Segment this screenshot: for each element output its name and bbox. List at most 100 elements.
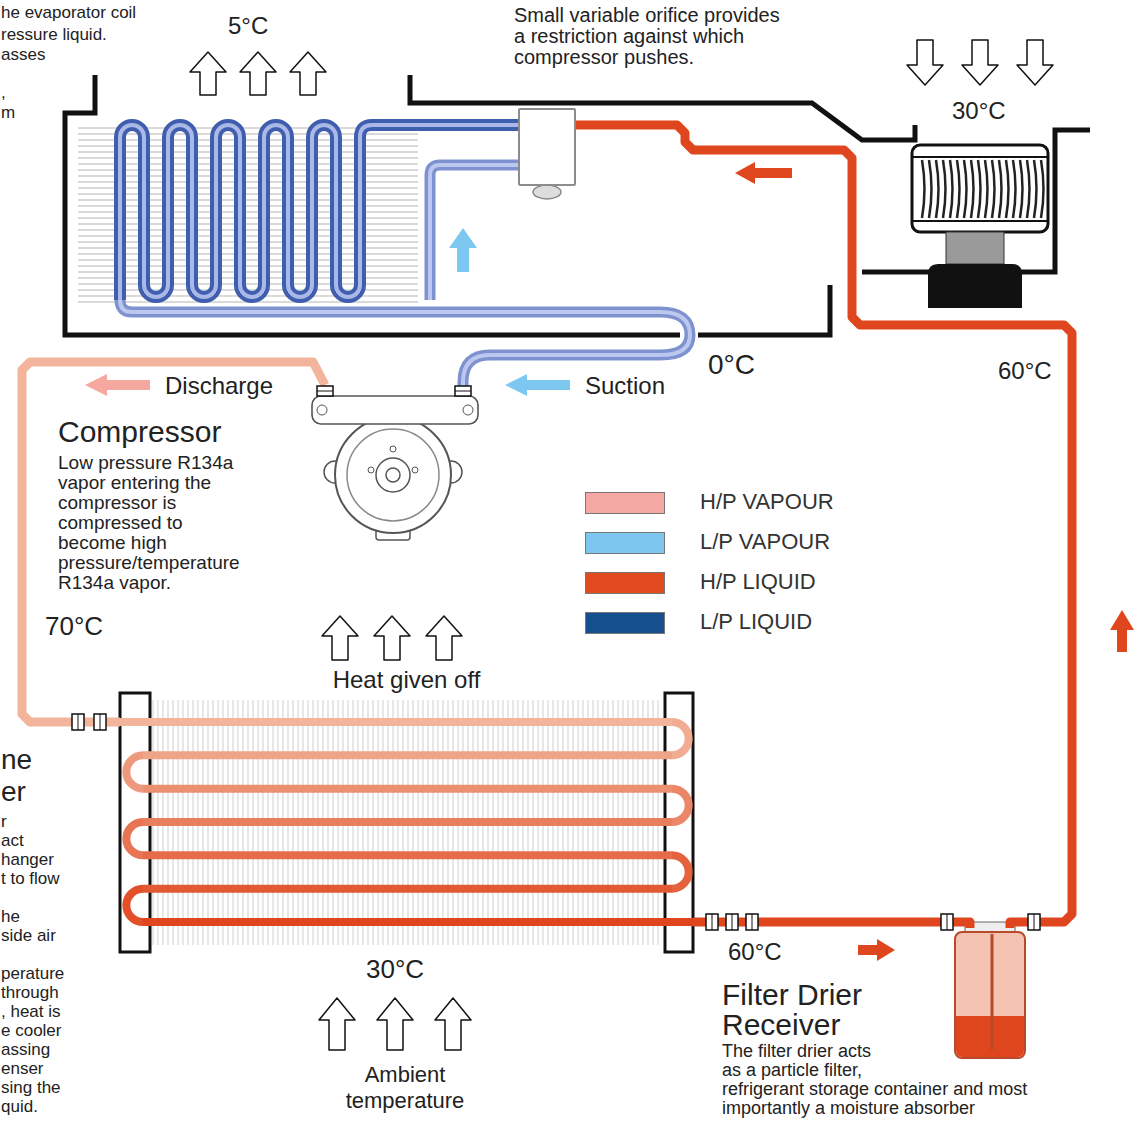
fan-blade [1006,160,1009,218]
evaporator-fins [78,128,418,302]
cropped-note: he evaporator coil [1,3,136,23]
drier-pickup-tube [991,934,994,1050]
housing-outline [698,285,830,335]
cropped-note: r [1,812,7,831]
fin [78,248,418,249]
drier-liquid [956,1016,1024,1057]
component-title: Compressor [58,415,221,449]
temperature-label: 30°C [952,97,1006,125]
refrigerant-pipe [576,125,1072,928]
fan-blade [943,160,946,218]
fin [78,224,418,225]
fan-blade [922,160,925,218]
fin [78,164,418,165]
flow-arrow [85,374,150,396]
cropped-note: t to flow [1,869,60,888]
pipe-fitting [706,914,718,930]
legend-swatch [585,532,665,554]
condenser-tube [143,785,672,793]
heat-arrow [426,616,462,660]
heat-arrow [322,616,358,660]
fin [78,188,418,189]
coil-tube [120,125,518,300]
cropped-note: e cooler [1,1021,61,1040]
filter-drier-receiver: Filter Drier ReceiverThe filter drier ac… [955,928,1025,1058]
condenser-tube [120,718,672,726]
coil-tube-highlight [120,125,518,300]
fin [78,284,418,285]
cropped-heading: er [1,776,26,808]
component-description: Low pressure R134a vapor entering the co… [58,453,248,593]
compressor-clutch [347,429,439,521]
fitting-line [78,714,79,730]
pipe-fitting [941,914,953,930]
fin [78,260,418,261]
cropped-note: assing [1,1040,50,1059]
fitting-line [100,714,101,730]
airflow-arrow [190,52,226,95]
pipe-fitting [72,714,84,730]
pipe-fitting [94,714,106,730]
airflow-arrow [319,998,355,1050]
cropped-note: asses [1,45,45,65]
fan-blade [929,160,932,218]
fan-blade [971,160,974,218]
compressor-illustration [312,385,478,540]
pipe-fitting [317,386,333,396]
fan-blade [1027,160,1030,218]
pipe-fitting [455,386,471,396]
fin [78,176,418,177]
line-name: Discharge [165,372,273,400]
compressor-bolt [463,405,473,415]
fin [78,254,418,255]
fitting-line [455,391,471,392]
compressor-body [335,417,451,533]
compressor-hole [368,467,374,473]
fan-rim [912,220,1048,222]
fitting-line [1034,914,1035,930]
fin [78,134,418,135]
compressor: CompressorLow pressure R134a vapor enter… [55,385,490,600]
ambient-note: Ambient temperature [340,1062,470,1114]
component-description: The filter drier acts as a particle filt… [722,1042,1032,1118]
drier-body [955,932,1025,1058]
fan-blade [1013,160,1016,218]
fin [78,140,418,141]
cropped-note: m [1,103,15,123]
heat-note: Heat given off [124,666,689,694]
cropped-heading: ne [1,744,32,776]
cropped-note: , heat is [1,1002,61,1021]
fin [78,206,418,207]
fitting-line [752,914,753,930]
fan-blade [978,160,981,218]
fan-blade [999,160,1002,218]
flow-arrow [449,228,477,272]
heat-arrow [374,616,410,660]
cropped-note: he [1,907,20,926]
temperature-label: 0°C [708,349,755,381]
compressor-head [312,396,478,424]
flow-arrow [858,939,895,961]
cropped-note: , [1,83,6,103]
legend-text: L/P VAPOUR [700,529,830,554]
condenser-tube [143,851,672,859]
flow-arrow [505,374,570,396]
fan-blade [964,160,967,218]
condenser-tube [143,818,672,826]
compressor-bolt [317,405,327,415]
fitting-line [947,914,948,930]
condenser-tubes [120,722,693,922]
fin [78,278,418,279]
fin [78,230,418,231]
fan-blades [922,160,1044,218]
cropped-note: act [1,831,24,850]
pipe-fitting [1028,914,1040,930]
compressor-hole [412,467,418,473]
compressor-hole [390,446,396,452]
fin [78,242,418,243]
fan-blade [1020,160,1023,218]
airflow-arrow [290,52,326,95]
temperature-label: 60°C [998,357,1052,385]
fin [78,200,418,201]
legend-swatch [585,492,665,514]
